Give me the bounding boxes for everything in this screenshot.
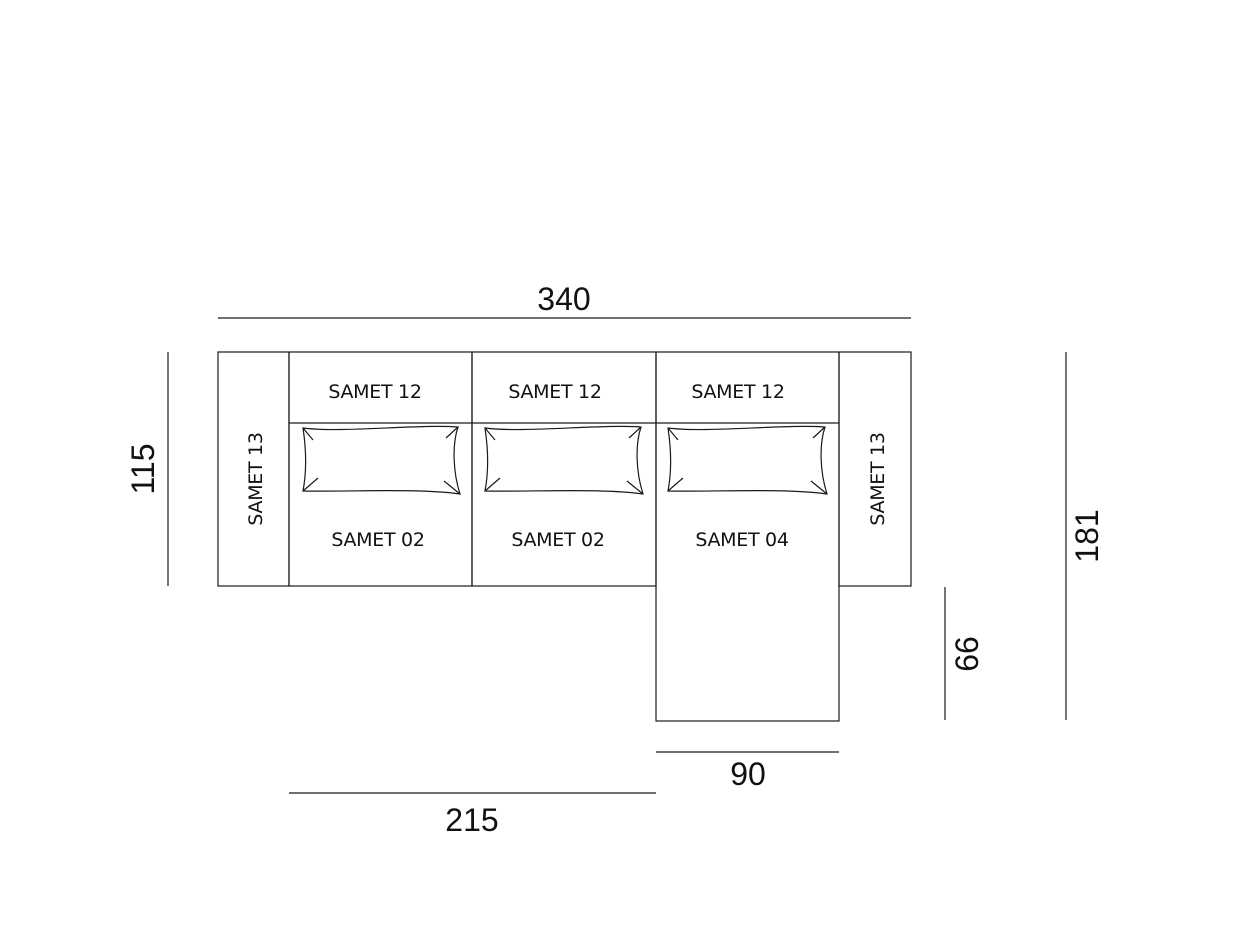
- pillow-2: [484, 425, 644, 495]
- dimension-depth-value: 115: [125, 443, 161, 494]
- label-chaise: SAMET 04: [695, 529, 788, 551]
- dimension-chaise-extension-value: 66: [949, 636, 985, 672]
- arm-right: [838, 351, 912, 587]
- sofa-outline: [217, 351, 912, 722]
- label-arm-left: SAMET 13: [245, 432, 267, 525]
- dimension-seat-width-value: 215: [445, 802, 498, 838]
- dimension-total-width: 340: [218, 281, 911, 319]
- pillow-1: [302, 425, 461, 495]
- label-back-1: SAMET 12: [328, 381, 421, 403]
- label-arm-right: SAMET 13: [867, 432, 889, 525]
- dimension-seat-width: 215: [289, 792, 656, 838]
- label-back-2: SAMET 12: [508, 381, 601, 403]
- pillow-3: [667, 425, 828, 495]
- label-back-3: SAMET 12: [691, 381, 784, 403]
- dimension-total-width-value: 340: [537, 281, 590, 317]
- dimension-depth: 115: [125, 352, 169, 586]
- dimension-chaise-width-value: 90: [730, 756, 766, 792]
- label-seat-2: SAMET 02: [511, 529, 604, 551]
- dimension-chaise-width: 90: [656, 751, 839, 792]
- dimension-chaise-extension: 66: [944, 587, 985, 720]
- dimension-total-depth: 181: [1065, 352, 1105, 720]
- label-seat-1: SAMET 02: [331, 529, 424, 551]
- dimension-total-depth-value: 181: [1069, 509, 1105, 562]
